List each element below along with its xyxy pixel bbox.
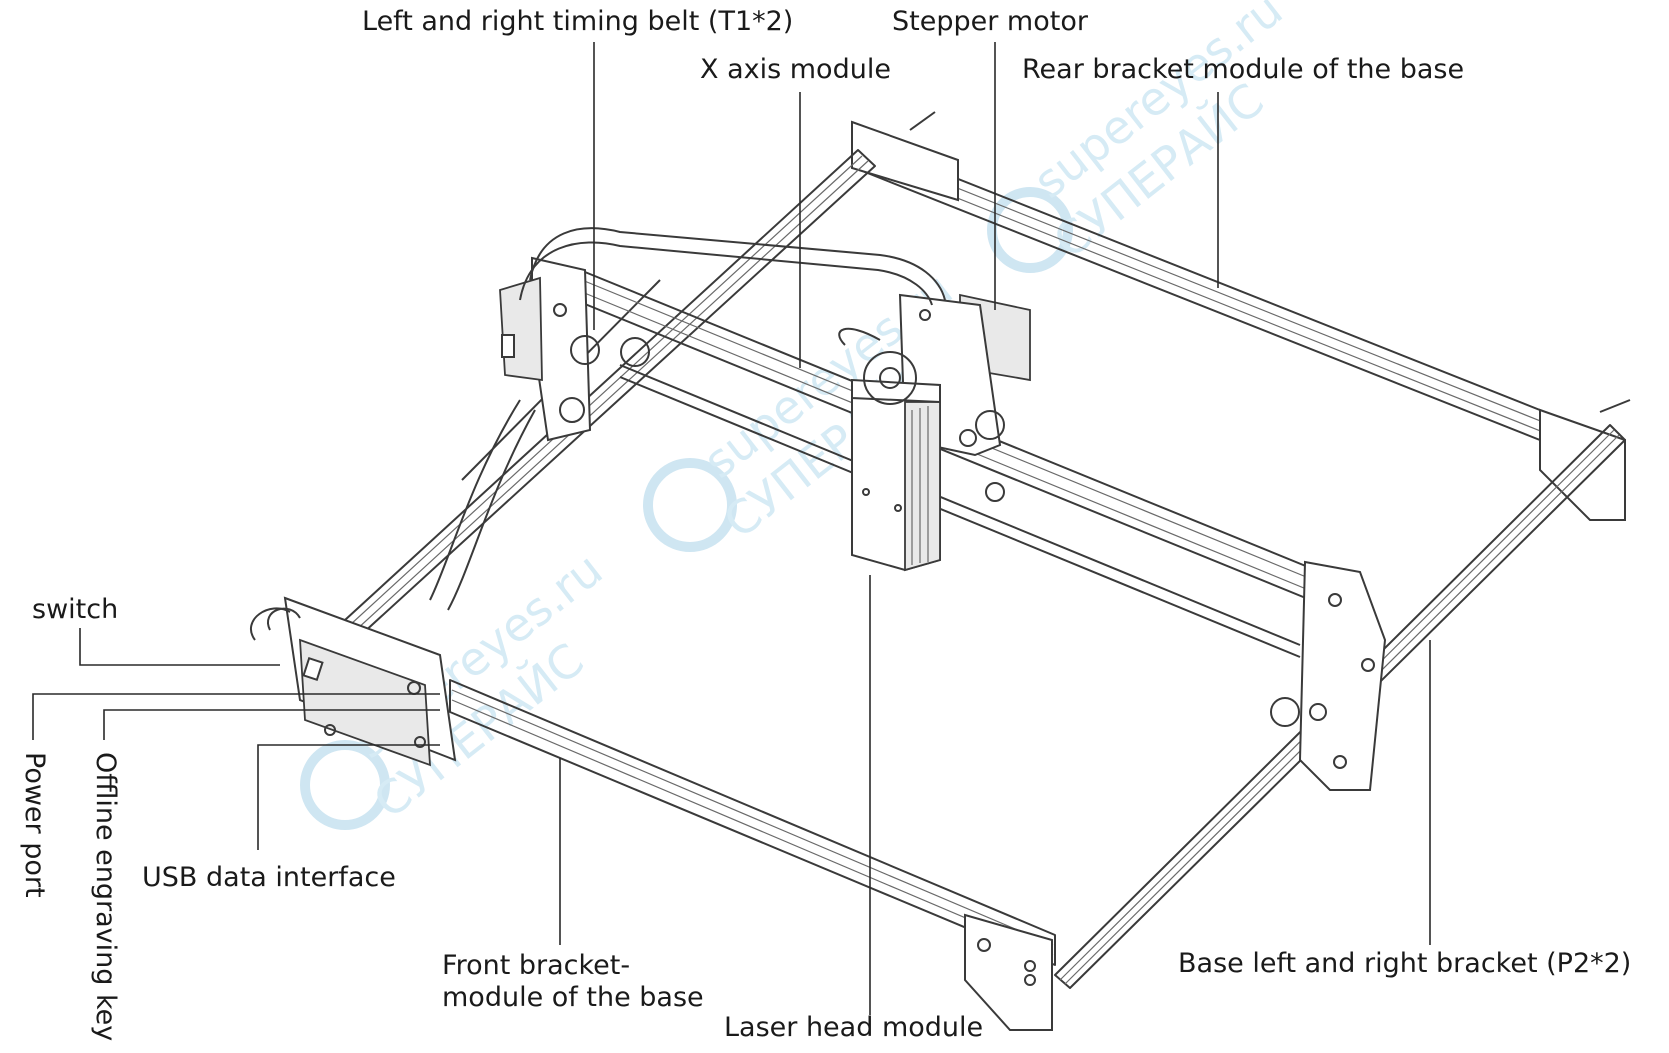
label-front-bracket-line-1: Front bracket-	[442, 950, 631, 981]
label-stepper-motor: Stepper motor	[892, 6, 1088, 37]
label-side-bracket: Base left and right bracket (P2*2)	[1178, 948, 1632, 979]
fan-icon	[863, 351, 917, 405]
label-switch: switch	[32, 594, 119, 625]
label-front-bracket-line-2: module of the base	[442, 982, 704, 1013]
leader-switch	[79, 628, 280, 666]
label-x-axis-module: X axis module	[700, 54, 891, 85]
cable	[429, 227, 946, 611]
control-box	[249, 596, 457, 767]
laser-head	[838, 327, 941, 572]
leader-lines	[32, 42, 1431, 1015]
label-laser-head-module: Laser head module	[724, 1012, 984, 1043]
label-power-port: Power port	[19, 752, 50, 898]
label-usb-data-interface: USB data interface	[142, 862, 396, 893]
front-rail	[449, 679, 1056, 1031]
leader-power-port	[32, 693, 440, 740]
x-axis-gantry	[499, 256, 1387, 791]
label-timing-belt: Left and right timing belt (T1*2)	[362, 6, 794, 37]
label-rear-bracket: Rear bracket module of the base	[1022, 54, 1465, 85]
rear-rail	[851, 111, 1631, 521]
leader-usb	[257, 744, 440, 850]
label-offline-engraving-key: Offline engraving key	[90, 752, 121, 1042]
leader-offline-key	[103, 709, 440, 740]
